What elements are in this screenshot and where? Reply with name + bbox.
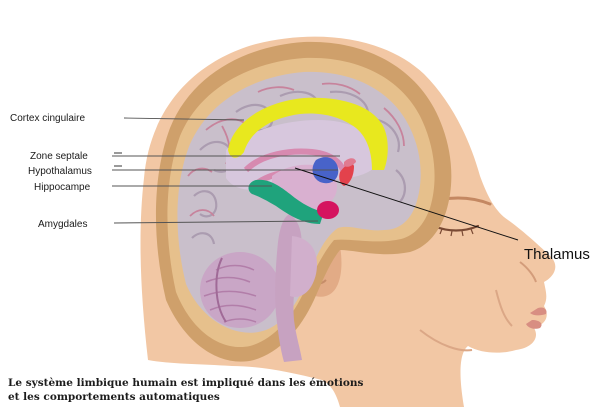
- cerebellum: [200, 252, 280, 328]
- caption-line-2: et les comportements automatiques: [8, 391, 220, 403]
- label-ticks: [114, 153, 122, 166]
- label-amygdala: Amygdales: [38, 219, 87, 230]
- label-hippocampus: Hippocampe: [34, 182, 91, 193]
- label-cingulate-cortex: Cortex cingulaire: [10, 113, 85, 124]
- label-thalamus: Thalamus: [524, 246, 590, 263]
- label-septal-area: Zone septale: [30, 151, 88, 162]
- amygdala: [317, 201, 339, 219]
- label-hypothalamus: Hypothalamus: [28, 166, 92, 177]
- caption-line-1: Le système limbique humain est impliqué …: [8, 377, 363, 389]
